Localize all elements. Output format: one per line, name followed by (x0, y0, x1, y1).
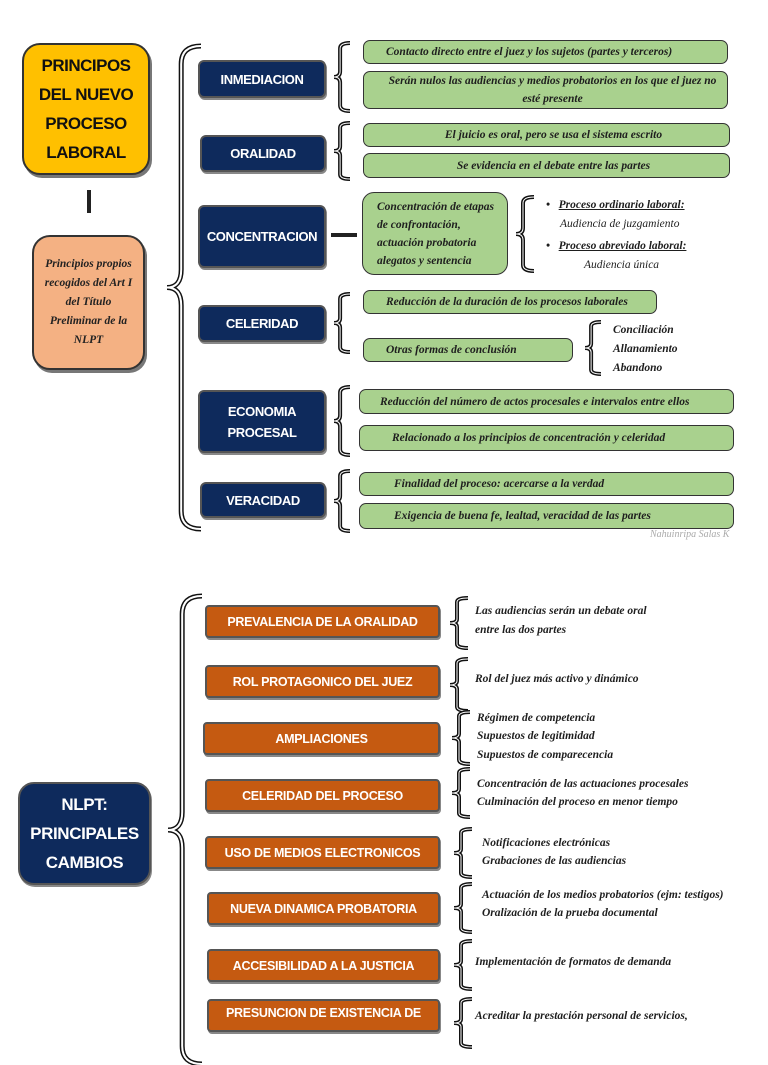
change-medios-electronicos: USO DE MEDIOS ELECTRONICOS (205, 836, 440, 869)
main-brace-2 (167, 593, 203, 1065)
brace-icon (449, 657, 469, 713)
sub-item: Allanamiento (613, 343, 678, 355)
sub-item: Conciliación (613, 324, 674, 336)
brace-icon (453, 827, 473, 879)
brace-icon (451, 710, 471, 766)
principle-concentracion: CONCENTRACION (198, 205, 326, 268)
change-detail: Actuación de los medios probatorios (ejm… (482, 889, 724, 901)
bullet-item: • Proceso ordinario laboral: (546, 199, 685, 211)
change-presuncion: PRESUNCION DE EXISTENCIA DE (207, 999, 440, 1032)
change-detail: Concentración de las actuaciones procesa… (477, 778, 689, 790)
sub-item: Abandono (613, 362, 663, 374)
detail-box: Reducción del número de actos procesales… (357, 389, 734, 416)
principle-celeridad: CELERIDAD (198, 305, 326, 342)
brace-icon (453, 882, 473, 934)
sub-text: Audiencia única (584, 259, 660, 271)
brace-icon (333, 41, 351, 113)
change-detail: Oralización de la prueba documental (482, 907, 658, 919)
change-detail: Las audiencias serán un debate oral (475, 605, 647, 617)
detail-box: Concentración de etapas de confrontación… (360, 192, 508, 277)
detail-box: Relacionado a los principios de concentr… (357, 425, 734, 453)
brace-icon (449, 596, 469, 650)
principle-veracidad: VERACIDAD (200, 482, 326, 518)
sub-heading: Proceso ordinario laboral: (558, 199, 685, 211)
detail-box: Exigencia de buena fe, lealtad, veracida… (357, 503, 734, 531)
principle-economia-procesal: ECONOMIA PROCESAL (198, 390, 326, 453)
sub-heading: Proceso abreviado laboral: (558, 240, 687, 252)
author-watermark: Nahuinripa Salas K (650, 529, 730, 540)
brace-icon (333, 469, 351, 533)
principle-inmediacion: INMEDIACION (198, 60, 326, 98)
change-detail: Supuestos de legitimidad (477, 730, 595, 742)
detail-box: Finalidad del proceso: acercarse a la ve… (357, 472, 734, 498)
detail-box: Reducción de la duración de los procesos… (361, 290, 657, 316)
main-title: PRINCIPOS DEL NUEVO PROCESO LABORAL (38, 56, 134, 162)
change-detail: Rol del juez más activo y dinámico (475, 673, 639, 685)
change-detail: Régimen de competencia (477, 712, 596, 724)
brace-icon (333, 121, 351, 181)
brace-icon (453, 997, 473, 1049)
change-detail: Culminación del proceso en menor tiempo (477, 796, 678, 808)
brace-icon (451, 767, 471, 819)
change-accesibilidad: ACCESIBILIDAD A LA JUSTICIA (207, 949, 440, 982)
brace-icon (584, 320, 602, 376)
detail-box: Se evidencia en el debate entre las part… (361, 153, 730, 180)
main-brace-1 (166, 43, 202, 532)
change-rol-juez: ROL PROTAGONICO DEL JUEZ (205, 665, 440, 698)
change-dinamica-probatoria: NUEVA DINAMICA PROBATORIA (207, 892, 440, 925)
connector-line (87, 190, 91, 213)
note-text: Principios propios recogidos del Art I d… (44, 258, 133, 346)
change-oralidad: PREVALENCIA DE LA ORALIDAD (205, 605, 440, 638)
change-detail: Notificaciones electrónicas (482, 837, 611, 849)
detail-box: El juicio es oral, pero se usa el sistem… (361, 123, 730, 149)
main-title-box: PRINCIPOS DEL NUEVO PROCESO LABORAL (22, 43, 150, 175)
bullet-item: • Proceso abreviado laboral: (546, 240, 687, 252)
nlpt-title-box: NLPT: PRINCIPALES CAMBIOS (18, 782, 151, 885)
change-detail: Grabaciones de las audiencias (482, 855, 627, 867)
change-detail: Acreditar la prestación personal de serv… (475, 1010, 688, 1022)
note-box: Principios propios recogidos del Art I d… (32, 235, 145, 370)
brace-icon (515, 195, 535, 273)
detail-box: Serán nulos las audiencias y medios prob… (361, 71, 728, 111)
change-detail: Supuestos de comparecencia (477, 749, 614, 761)
brace-icon (453, 939, 473, 991)
detail-box: Otras formas de conclusión (361, 338, 573, 364)
brace-icon (333, 385, 351, 457)
brace-icon (333, 292, 351, 354)
principle-oralidad: ORALIDAD (200, 135, 326, 172)
change-ampliaciones: AMPLIACIONES (203, 722, 440, 755)
change-detail: Implementación de formatos de demanda (475, 956, 672, 968)
connector-line (331, 233, 357, 237)
detail-box: Contacto directo entre el juez y los suj… (361, 40, 728, 66)
change-detail: entre las dos partes (475, 624, 567, 636)
change-celeridad: CELERIDAD DEL PROCESO (205, 779, 440, 812)
sub-text: Audiencia de juzgamiento (560, 218, 680, 230)
